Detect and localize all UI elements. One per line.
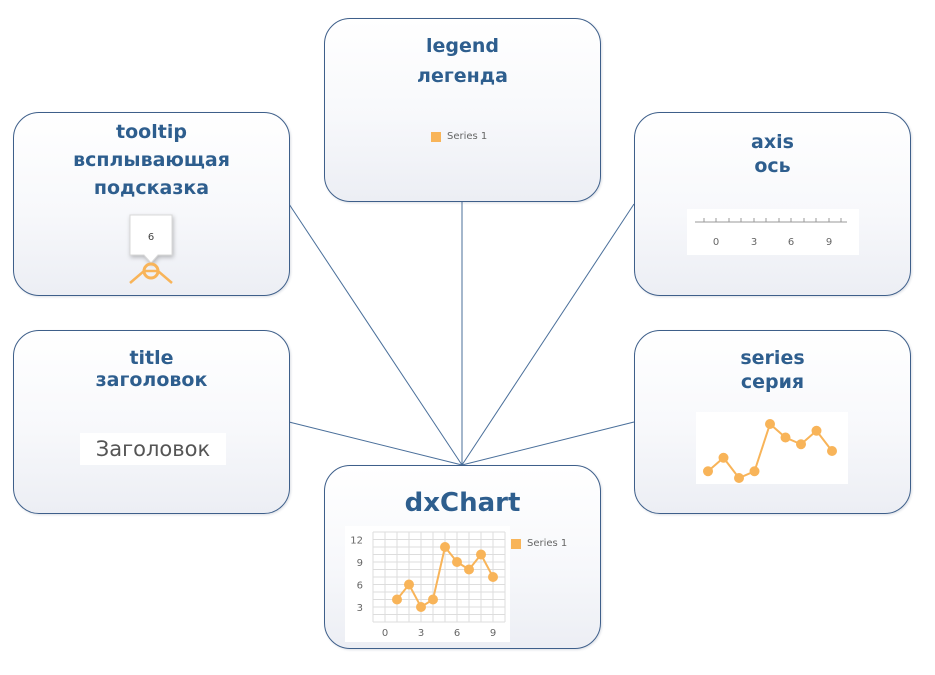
dxchart-chart: 0 3 6 9 3 6 9 12 — [345, 526, 510, 642]
dxchart-y-tick-6: 6 — [357, 581, 363, 592]
axis-tick-label-9: 9 — [826, 237, 832, 248]
legend-box: legend легенда Series 1 — [324, 18, 601, 202]
legend-item: Series 1 — [431, 131, 487, 142]
series-chart — [696, 412, 848, 484]
tooltip-heading-en: tooltip — [116, 121, 187, 143]
dxchart-legend: Series 1 — [511, 538, 567, 549]
dxchart-point — [404, 579, 414, 590]
dxchart-y-tick-9: 9 — [357, 558, 363, 569]
series-heading-en: series — [740, 347, 805, 369]
series-point — [703, 466, 713, 477]
series-point — [718, 452, 729, 463]
dxchart-point — [428, 594, 438, 605]
connector-tooltip — [288, 203, 463, 466]
connector-axis — [461, 203, 635, 466]
title-box: title заголовок Заголовок — [13, 330, 290, 514]
tooltip-heading-ru-1: всплывающая — [73, 149, 230, 171]
series-point — [734, 473, 744, 483]
axis-illustration: 0 3 6 9 — [687, 209, 859, 255]
axis-box: axis ось 0 3 6 9 — [634, 112, 911, 296]
legend-heading-en: legend — [425, 35, 499, 57]
title-heading-en: title — [129, 347, 174, 369]
series-heading-ru: серия — [740, 371, 805, 393]
dxchart-point — [416, 602, 426, 612]
series-point — [780, 432, 791, 443]
axis-heading-ru: ось — [754, 155, 791, 177]
series-point — [811, 425, 822, 436]
dxchart-box: dxChart 0 3 6 9 3 6 9 12 Series 1 — [324, 465, 601, 649]
series-point — [827, 446, 837, 456]
connector-title — [288, 421, 463, 466]
series-point — [765, 419, 775, 429]
dxchart-x-tick-3: 3 — [418, 628, 424, 639]
dxchart-point — [440, 542, 450, 552]
series-point — [749, 466, 760, 477]
dxchart-legend-swatch — [511, 538, 521, 549]
title-sample: Заголовок — [80, 433, 226, 465]
dxchart-x-tick-6: 6 — [454, 628, 460, 639]
dxchart-point — [476, 549, 486, 560]
dxchart-point — [464, 564, 474, 575]
tooltip-value: 6 — [148, 232, 154, 243]
series-point — [796, 439, 806, 450]
dxchart-x-tick-9: 9 — [490, 628, 496, 639]
connector-series — [461, 421, 635, 466]
tooltip-series-line — [129, 269, 173, 284]
tooltip-illustration: 6 — [129, 214, 173, 284]
legend-swatch — [431, 131, 441, 142]
tooltip-callout-shape — [129, 214, 173, 264]
dxchart-x-tick-0: 0 — [382, 628, 388, 639]
dxchart-title: dxChart — [404, 488, 521, 518]
dxchart-point — [392, 594, 402, 605]
dxchart-point — [452, 557, 462, 567]
legend-item-label: Series 1 — [447, 131, 488, 142]
tooltip-point-marker — [142, 262, 160, 280]
title-heading-ru: заголовок — [95, 369, 208, 391]
axis-tick-label-6: 6 — [788, 237, 794, 248]
legend-heading-ru: легенда — [417, 65, 508, 87]
series-box: series серия — [634, 330, 911, 514]
dxchart-y-tick-12: 12 — [350, 536, 363, 547]
axis-tick-label-0: 0 — [713, 237, 719, 248]
dxchart-y-tick-3: 3 — [357, 603, 363, 614]
axis-tick-label-3: 3 — [751, 237, 757, 248]
dxchart-legend-label: Series 1 — [527, 538, 568, 549]
dxchart-point — [488, 572, 498, 582]
axis-heading-en: axis — [751, 131, 794, 153]
tooltip-heading-ru-2: подсказка — [93, 177, 210, 199]
tooltip-box: tooltip всплывающая подсказка 6 — [13, 112, 290, 296]
